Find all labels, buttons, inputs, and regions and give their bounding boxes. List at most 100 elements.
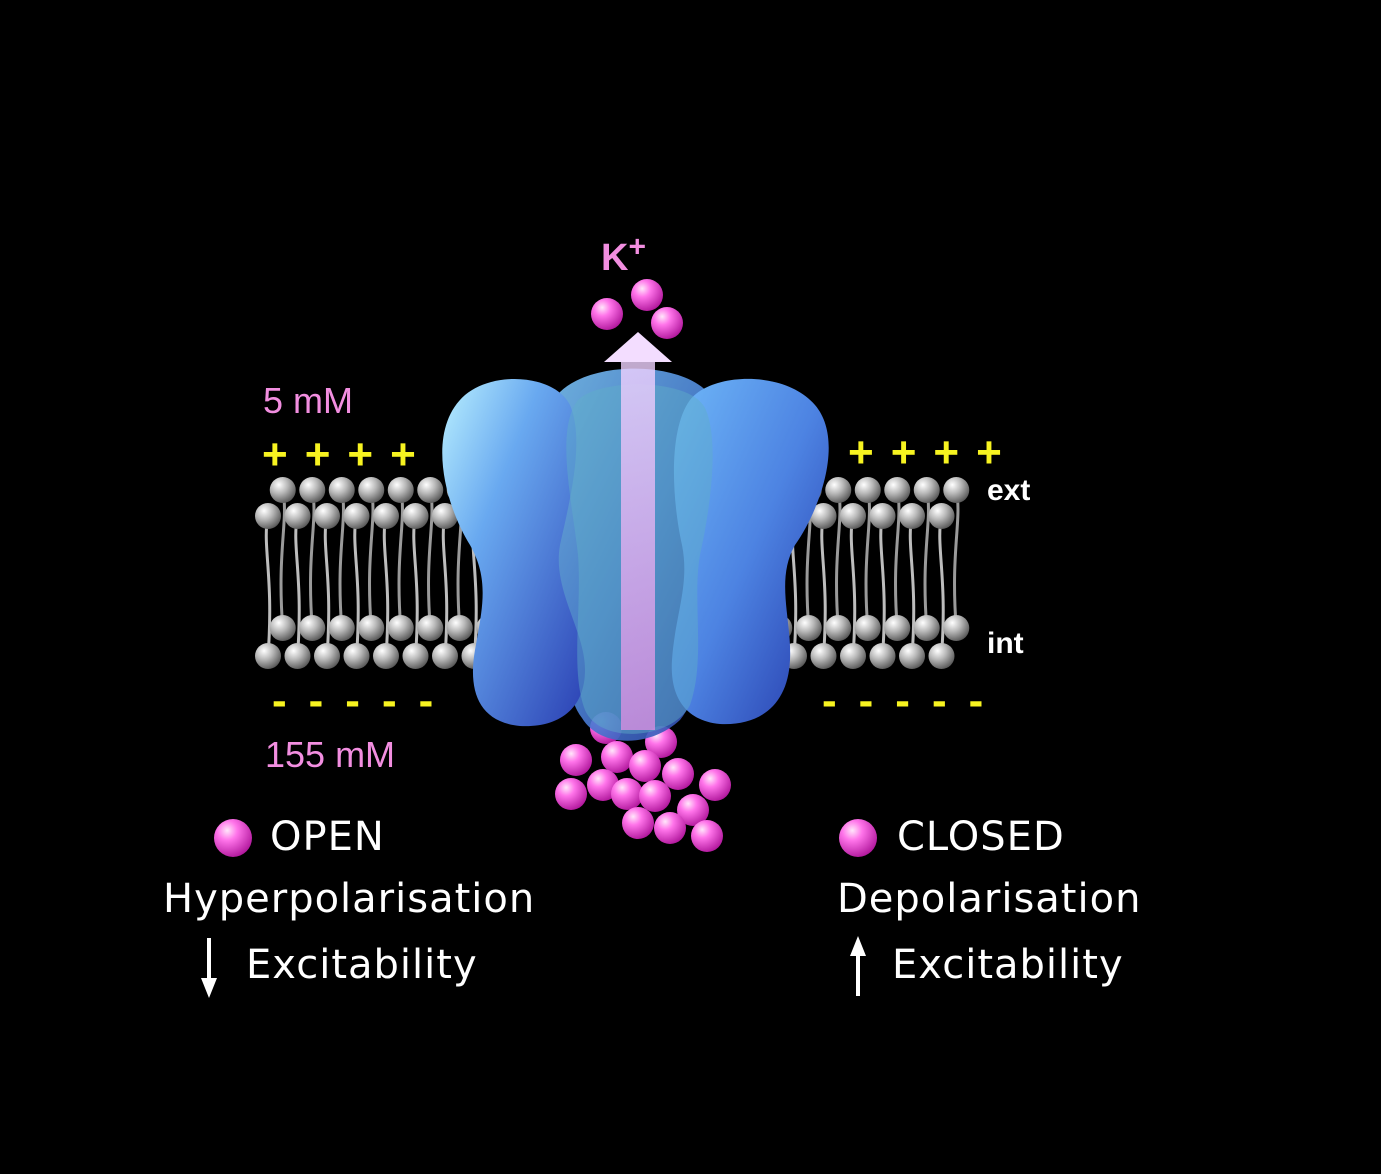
lipid-head bbox=[417, 477, 444, 503]
lipid-tail bbox=[382, 515, 390, 657]
lipid-head bbox=[358, 615, 385, 641]
lipid-head bbox=[928, 503, 955, 529]
lipid-head bbox=[387, 477, 414, 503]
potassium-ion bbox=[691, 820, 723, 852]
lipid-head bbox=[913, 615, 940, 641]
lipid-head bbox=[328, 477, 355, 503]
positive-charges-left: ++++ bbox=[262, 430, 433, 479]
lipid-head bbox=[432, 503, 458, 529]
lipid-head bbox=[854, 477, 881, 503]
lipid-tail bbox=[412, 515, 419, 657]
lipid-head bbox=[417, 615, 444, 641]
lipid-head bbox=[854, 615, 881, 641]
lipid-head bbox=[299, 615, 326, 641]
ion-label-text: K+ bbox=[601, 230, 646, 279]
efflux-arrow-head bbox=[604, 332, 672, 362]
lipid-tail bbox=[294, 515, 301, 657]
lipid-head bbox=[825, 615, 852, 641]
open-state-title: OPEN bbox=[270, 814, 385, 860]
negative-charges-right: ----- bbox=[822, 676, 1006, 725]
lipid-head bbox=[343, 643, 370, 669]
open-state-effect: Hyperpolarisation bbox=[163, 876, 536, 922]
lipid-head bbox=[884, 477, 911, 503]
lipid-tail bbox=[938, 515, 945, 657]
lipid-head bbox=[810, 503, 837, 529]
open-ion-icon bbox=[214, 819, 252, 857]
lipid-head bbox=[840, 643, 866, 669]
lipid-tail bbox=[923, 489, 930, 629]
potassium-ion bbox=[631, 279, 663, 311]
closed-state-excitability: Excitability bbox=[892, 942, 1124, 988]
lipid-tail bbox=[879, 515, 886, 657]
lipid-head bbox=[913, 477, 940, 503]
lipid-head bbox=[299, 477, 326, 503]
potassium-ion bbox=[601, 741, 633, 773]
potassium-ion bbox=[560, 744, 592, 776]
potassium-ion bbox=[699, 769, 731, 801]
closed-ion-icon bbox=[839, 819, 877, 857]
lipid-head bbox=[314, 643, 340, 669]
lipid-head bbox=[869, 503, 896, 529]
potassium-ion bbox=[639, 780, 671, 812]
lipid-tail bbox=[397, 489, 404, 629]
lipid-head bbox=[402, 643, 429, 669]
internal-side-label: int bbox=[987, 627, 1024, 660]
lipid-head bbox=[284, 643, 311, 669]
external-side-label: ext bbox=[987, 474, 1031, 507]
lipid-tail bbox=[279, 489, 286, 629]
potassium-ion bbox=[677, 794, 709, 826]
lipid-head bbox=[899, 503, 925, 529]
lipid-head bbox=[255, 503, 281, 529]
lipid-head bbox=[269, 477, 296, 503]
channel-subunit-right bbox=[671, 378, 829, 725]
potassium-ion bbox=[611, 778, 643, 810]
inside-concentration: 155 mM bbox=[265, 734, 396, 775]
potassium-ion bbox=[662, 758, 694, 790]
membrane-left bbox=[255, 477, 502, 669]
lipid-head bbox=[373, 643, 399, 669]
lipid-tail bbox=[820, 515, 827, 657]
lipid-head bbox=[373, 503, 399, 529]
lipid-tail bbox=[427, 489, 434, 629]
potassium-ion bbox=[591, 298, 623, 330]
arrow-down-icon bbox=[201, 938, 217, 998]
lipid-head bbox=[810, 643, 837, 669]
lipid-tail bbox=[864, 489, 871, 629]
ion-charge-sign: + bbox=[628, 230, 646, 263]
lipid-head bbox=[899, 643, 925, 669]
lipid-head bbox=[314, 503, 340, 529]
lipid-head bbox=[840, 503, 866, 529]
closed-state-effect: Depolarisation bbox=[837, 876, 1142, 922]
lipid-head bbox=[387, 615, 414, 641]
lipid-head bbox=[943, 477, 970, 503]
lipid-tail bbox=[953, 489, 960, 629]
lipid-tail bbox=[264, 515, 272, 657]
lipid-head bbox=[446, 615, 473, 641]
potassium-ion bbox=[622, 807, 654, 839]
lipid-head bbox=[432, 643, 458, 669]
lipid-tail bbox=[353, 515, 360, 657]
lipid-tail bbox=[323, 515, 331, 657]
potassium-ion bbox=[654, 812, 686, 844]
lipid-head bbox=[402, 503, 429, 529]
lipid-head bbox=[825, 477, 852, 503]
lipid-head bbox=[943, 615, 970, 641]
lipid-head bbox=[284, 503, 311, 529]
lipid-head bbox=[884, 615, 911, 641]
lipid-tail bbox=[835, 489, 842, 629]
lipid-head bbox=[328, 615, 355, 641]
lipid-head bbox=[343, 503, 370, 529]
lipid-tail bbox=[894, 489, 901, 629]
lipid-head bbox=[928, 643, 955, 669]
positive-charges-right: ++++ bbox=[848, 428, 1019, 477]
lipid-tail bbox=[309, 489, 316, 629]
negative-charges-left: ----- bbox=[272, 676, 456, 725]
closed-state-title: CLOSED bbox=[897, 814, 1065, 860]
potassium-ion bbox=[587, 769, 619, 801]
ion-label: K+ bbox=[601, 230, 646, 280]
efflux-arrow-shaft bbox=[621, 358, 655, 730]
lipid-head bbox=[255, 643, 281, 669]
channel-subunit-left bbox=[442, 378, 585, 727]
